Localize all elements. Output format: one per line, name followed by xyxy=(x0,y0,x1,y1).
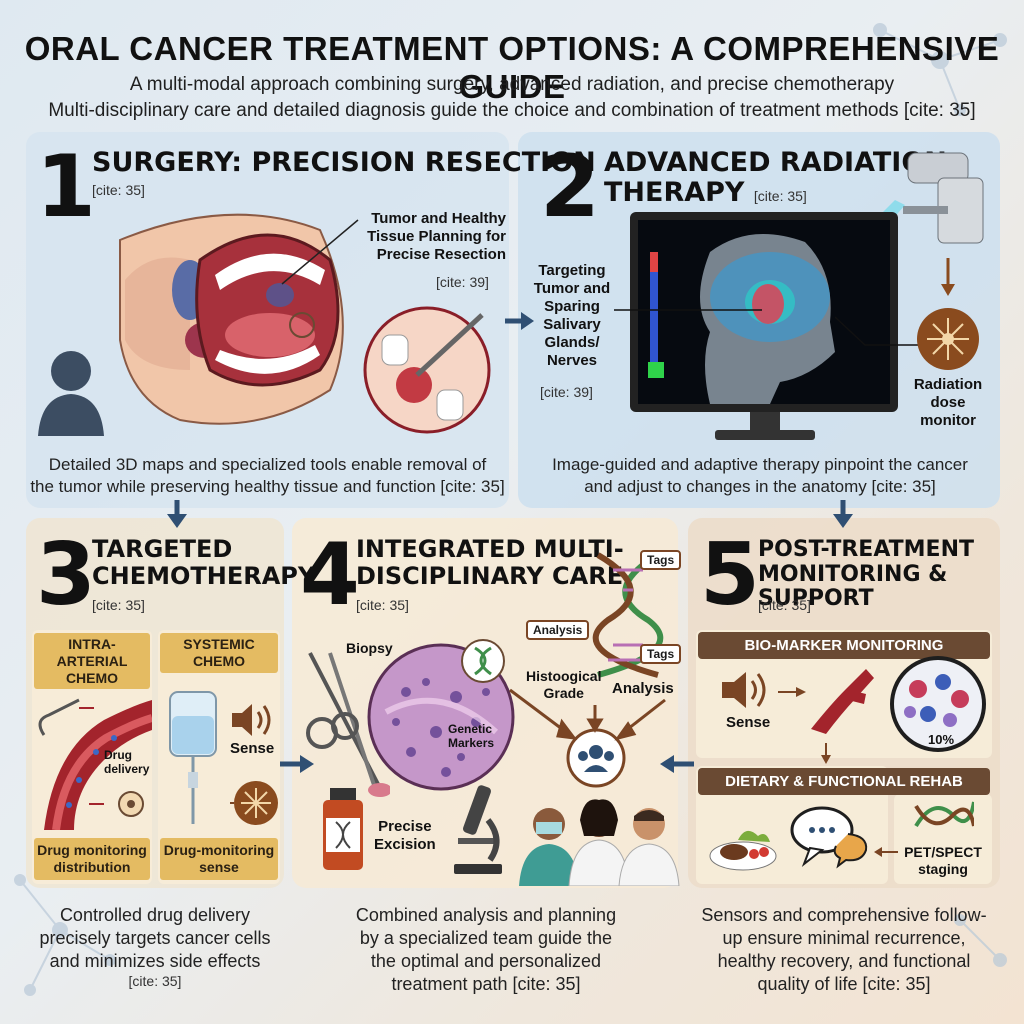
panel5-caption: Sensors and comprehensive follow- up ens… xyxy=(701,905,987,995)
biopsy-label: Biopsy xyxy=(346,640,393,656)
arrow-right-icon xyxy=(280,755,314,773)
panel5-number: 5 xyxy=(700,525,760,625)
cell-magnifier-icon xyxy=(890,656,986,752)
iv-bag-icon xyxy=(169,691,217,824)
panel2-title: ADVANCED RADIATION THERAPY [cite: 35] xyxy=(604,147,947,209)
panel3-title: TARGETED CHEMOTHERAPY xyxy=(92,535,316,590)
speech-bubbles-icon xyxy=(790,806,868,869)
rehab-band: DIETARY & FUNCTIONAL REHAB xyxy=(698,768,990,795)
panel4-number: 4 xyxy=(300,525,360,625)
page-subtitle-2: Multi-disciplinary care and detailed dia… xyxy=(48,100,976,121)
panel3-caption: Controlled drug delivery precisely targe… xyxy=(39,905,271,990)
sensor-hub-icon xyxy=(230,781,278,825)
arrow-down-icon xyxy=(941,258,955,296)
monitor-pointer-line xyxy=(835,316,930,346)
blood-vessel-icon xyxy=(811,669,874,734)
biomarker-band: BIO-MARKER MONITORING xyxy=(698,632,990,659)
medicine-bottle-icon xyxy=(323,788,363,870)
target-pointer-line xyxy=(614,309,762,311)
analysis-tag: Analysis xyxy=(526,620,590,640)
dose-monitor-label: Radiation dose monitor xyxy=(913,376,983,429)
team-arrows xyxy=(509,688,666,741)
arrow-down-icon xyxy=(821,743,831,764)
ct-monitor xyxy=(630,212,898,440)
dose-monitor-icon xyxy=(917,308,979,370)
dna-magnifier-icon xyxy=(461,639,505,683)
tag-badge: Tags xyxy=(640,644,682,664)
panel2-caption: Image-guided and adaptive therapy pinpoi… xyxy=(552,455,968,496)
sound-sensor-icon xyxy=(232,704,271,736)
sense-label: Sense xyxy=(726,714,771,731)
artery-catheter-icon xyxy=(38,698,152,830)
tumor-planning-callout: Tumor and Healthy Tissue Planning for Pr… xyxy=(367,210,506,263)
percent-label: 10% xyxy=(928,732,955,747)
medical-team-illustration xyxy=(519,799,680,886)
panel5-cite: [cite: 35] xyxy=(758,597,811,613)
food-plate-icon xyxy=(709,830,777,871)
team-hub-icon xyxy=(566,728,626,788)
linear-accelerator-icon xyxy=(903,152,984,244)
sound-sensor-icon xyxy=(722,672,766,708)
panel3-cite: [cite: 35] xyxy=(92,597,145,613)
panel3-number: 3 xyxy=(36,525,96,625)
panel5-title: POST-TREATMENT MONITORING & SUPPORT xyxy=(758,537,974,612)
page-title: ORAL CANCER TREATMENT OPTIONS: A COMPREH… xyxy=(24,30,1000,105)
targeting-label: Targeting Tumor and Sparing Salivary Gla… xyxy=(533,262,611,369)
panel2-number: 2 xyxy=(540,137,600,237)
panel4-title: INTEGRATED MULTI- DISCIPLINARY CARE xyxy=(356,535,624,590)
targeting-cite: [cite: 39] xyxy=(540,384,593,400)
panel4-caption: Combined analysis and planning by a spec… xyxy=(355,905,617,995)
sense-label: Sense xyxy=(230,740,275,757)
arrow-down-icon xyxy=(833,500,853,528)
arrow-right-icon xyxy=(505,312,534,330)
analysis-label: Analysis xyxy=(612,680,674,697)
tag-badge: Tags xyxy=(640,550,682,570)
arrow-right-icon xyxy=(778,687,806,697)
arrow-left-icon xyxy=(874,847,898,857)
panel1-number: 1 xyxy=(36,137,96,237)
arrow-down-icon xyxy=(167,500,187,528)
patient-silhouette-icon xyxy=(38,351,104,436)
excision-detail-icon xyxy=(363,306,491,434)
tumor-planning-cite: [cite: 39] xyxy=(436,274,489,290)
panel1-title: SURGERY: PRECISION RESECTION xyxy=(92,147,596,178)
callout-line xyxy=(281,219,359,285)
page-subtitle: A multi-modal approach combining surgery… xyxy=(129,74,895,95)
microscope-icon xyxy=(454,785,502,874)
arrow-left-icon xyxy=(660,755,694,773)
panel1-caption: Detailed 3D maps and specialized tools e… xyxy=(30,455,505,496)
scissors-icon xyxy=(306,652,390,797)
panel4-cite: [cite: 35] xyxy=(356,597,409,613)
panel1-cite: [cite: 35] xyxy=(92,182,145,198)
mouth-illustration xyxy=(119,213,344,425)
dna-helix-icon xyxy=(914,801,974,828)
